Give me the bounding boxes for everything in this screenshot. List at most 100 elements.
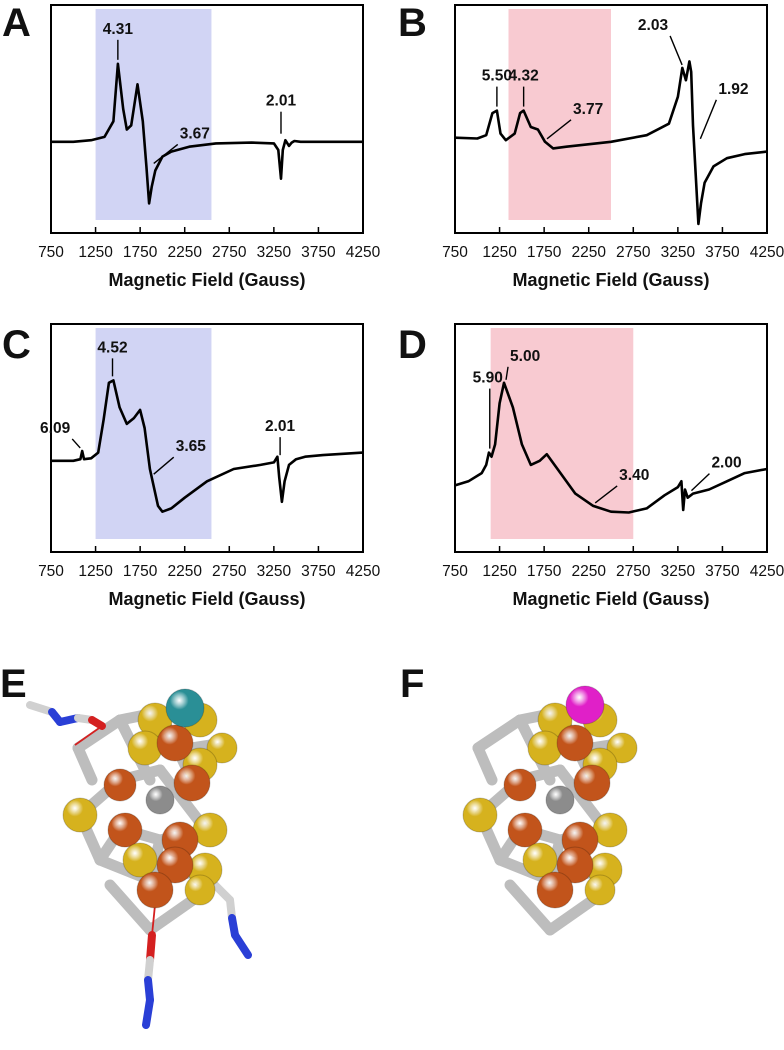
peak-label: 3.40	[619, 467, 649, 484]
peak-label: 4.31	[103, 21, 134, 38]
x-tick-label: 1750	[527, 244, 562, 261]
interaction-line	[74, 725, 103, 746]
x-tick-label: 2750	[616, 244, 651, 261]
peak-label: 2.01	[265, 418, 296, 435]
x-tick-label: 1750	[123, 563, 158, 580]
sulfur-atom	[122, 842, 158, 878]
x-tick-label: 1250	[78, 563, 113, 580]
panel-label: B	[398, 1, 427, 45]
panel-label: C	[2, 323, 31, 367]
peak-label: 5.00	[510, 348, 540, 365]
cage-bond	[472, 714, 526, 754]
sulfur-atom	[184, 874, 216, 906]
x-tick-label: 750	[442, 563, 468, 580]
peak-label: 2.00	[711, 455, 741, 472]
x-tick-label: 2750	[212, 563, 247, 580]
x-axis-label: Magnetic Field (Gauss)	[108, 270, 305, 290]
x-tick-label: 1750	[123, 244, 158, 261]
peak-leader	[153, 456, 175, 475]
chart-panel-c: 750 1250 1750 2250 2750 3250 3750 4250Magnetic …	[2, 323, 381, 609]
x-tick-label: 2250	[167, 244, 202, 261]
peak-label: 3.65	[176, 438, 207, 455]
ligand-bond	[146, 931, 156, 964]
cage-bond	[72, 714, 126, 754]
peak-label: 2.03	[638, 17, 669, 34]
iron-atom	[107, 812, 143, 848]
peak-leader	[669, 35, 683, 66]
heterometal-atom	[165, 688, 205, 728]
iron-atom	[536, 871, 574, 909]
ligand-bond	[88, 716, 106, 730]
iron-atom	[103, 768, 137, 802]
x-tick-label: 3750	[705, 244, 740, 261]
x-tick-label: 2750	[616, 563, 651, 580]
plot-frame	[454, 4, 768, 234]
x-tick-label: 4250	[346, 563, 381, 580]
spectrum-line	[454, 60, 768, 226]
ligand-bond	[231, 931, 252, 959]
central-atom	[545, 785, 575, 815]
x-tick-label: 1250	[482, 563, 517, 580]
x-tick-label: 1250	[482, 244, 517, 261]
iron-atom	[507, 812, 543, 848]
x-tick-label: 2250	[167, 563, 202, 580]
highlight-region	[95, 328, 212, 539]
x-tick-label: 3250	[257, 244, 292, 261]
sulfur-atom	[522, 842, 558, 878]
x-tick-label: 750	[442, 244, 468, 261]
x-tick-label: 2750	[212, 244, 247, 261]
peak-label: 5.50	[482, 68, 512, 85]
sulfur-atom	[606, 732, 638, 764]
structure-panel-e: E	[0, 662, 252, 1029]
x-axis-label: Magnetic Field (Gauss)	[512, 589, 709, 609]
iron-atom	[136, 871, 174, 909]
iron-atom	[156, 846, 194, 884]
panel-label: E	[0, 662, 27, 706]
iron-atom	[156, 724, 194, 762]
ligand-bond	[142, 996, 154, 1029]
plot-frame	[454, 323, 768, 553]
cage-bond	[72, 742, 98, 786]
spectrum-line	[51, 379, 364, 513]
interaction-line	[151, 904, 156, 936]
structure-panel-f: F	[400, 662, 638, 936]
panel-label: A	[2, 1, 31, 45]
peak-label: 1.92	[718, 81, 748, 98]
plot-frame	[50, 4, 364, 234]
sulfur-atom	[462, 797, 498, 833]
peak-leader	[153, 143, 179, 164]
x-tick-label: 750	[38, 563, 64, 580]
x-tick-label: 3750	[301, 244, 336, 261]
cage-bond	[472, 742, 498, 786]
peak-leader	[699, 99, 718, 140]
x-tick-label: 3750	[301, 563, 336, 580]
x-tick-label: 750	[38, 244, 64, 261]
peak-leader	[594, 485, 618, 504]
x-tick-label: 1750	[527, 563, 562, 580]
x-axis-label: Magnetic Field (Gauss)	[108, 589, 305, 609]
sulfur-atom	[127, 730, 163, 766]
x-tick-label: 2250	[571, 244, 606, 261]
peak-leader	[546, 119, 572, 140]
iron-atom	[556, 846, 594, 884]
sulfur-atom	[206, 732, 238, 764]
x-tick-label: 4250	[750, 563, 784, 580]
x-tick-label: 4250	[750, 244, 784, 261]
peak-label: 4.32	[509, 68, 539, 85]
panel-label: F	[400, 662, 424, 706]
peak-label: 5.90	[473, 370, 503, 387]
x-tick-label: 3250	[257, 563, 292, 580]
iron-atom	[173, 764, 211, 802]
x-tick-label: 1250	[78, 244, 113, 261]
x-tick-label: 3250	[661, 563, 696, 580]
peak-label: 6.09	[40, 420, 71, 437]
highlight-region	[490, 328, 634, 539]
x-tick-label: 3750	[705, 563, 740, 580]
x-axis-label: Magnetic Field (Gauss)	[512, 270, 709, 290]
peak-leader	[690, 473, 710, 492]
